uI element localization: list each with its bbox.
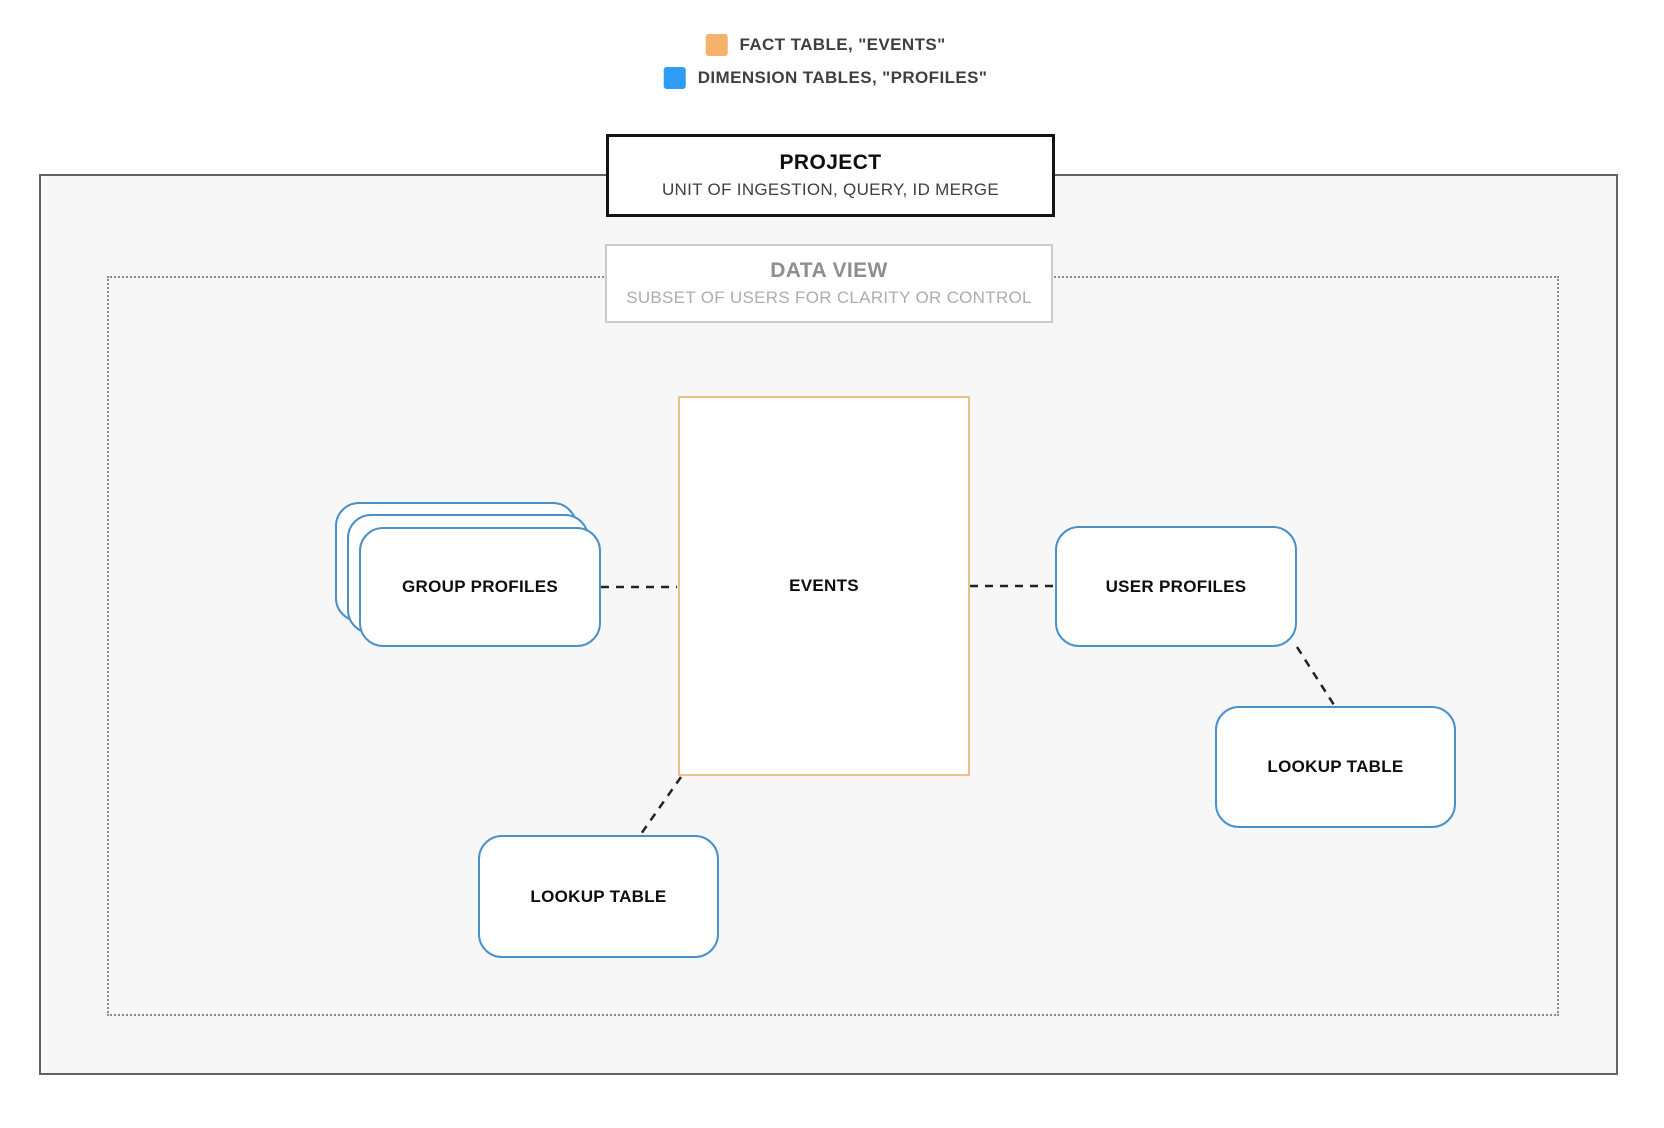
node-lookup-table-bottom: LOOKUP TABLE (478, 835, 719, 958)
node-lookup-table-right-label: LOOKUP TABLE (1267, 757, 1404, 776)
project-header-box: PROJECT UNIT OF INGESTION, QUERY, ID MER… (606, 134, 1055, 217)
dimension-tables-swatch-icon (663, 67, 686, 89)
node-events: EVENTS (678, 396, 970, 776)
legend: FACT TABLE, "EVENTS" DIMENSION TABLES, "… (663, 34, 988, 89)
node-events-label: EVENTS (789, 576, 859, 595)
project-subtitle: UNIT OF INGESTION, QUERY, ID MERGE (661, 180, 1000, 199)
legend-item-label: DIMENSION TABLES, "PROFILES" (697, 68, 988, 87)
node-lookup-table-right: LOOKUP TABLE (1215, 706, 1456, 828)
data-view-header-box: DATA VIEW SUBSET OF USERS FOR CLARITY OR… (605, 244, 1053, 323)
data-view-title: DATA VIEW (770, 259, 888, 282)
edge-events-lookup-table (639, 776, 683, 835)
node-lookup-table-bottom-label: LOOKUP TABLE (530, 886, 667, 906)
legend-item-label: FACT TABLE, "EVENTS" (739, 35, 946, 54)
fact-table-swatch-icon (705, 34, 728, 56)
node-user-profiles: USER PROFILES (1055, 526, 1297, 647)
edge-user-profiles-lookup-table (1295, 646, 1336, 706)
legend-item-dimension-tables: DIMENSION TABLES, "PROFILES" (663, 67, 988, 89)
node-group-profiles-label: GROUP PROFILES (402, 577, 558, 596)
node-group-profiles: GROUP PROFILES (359, 527, 601, 647)
legend-item-fact-table: FACT TABLE, "EVENTS" (705, 34, 945, 56)
node-user-profiles-label: USER PROFILES (1105, 576, 1247, 596)
data-view-subtitle: SUBSET OF USERS FOR CLARITY OR CONTROL (626, 288, 1032, 307)
project-title: PROJECT (779, 151, 882, 174)
